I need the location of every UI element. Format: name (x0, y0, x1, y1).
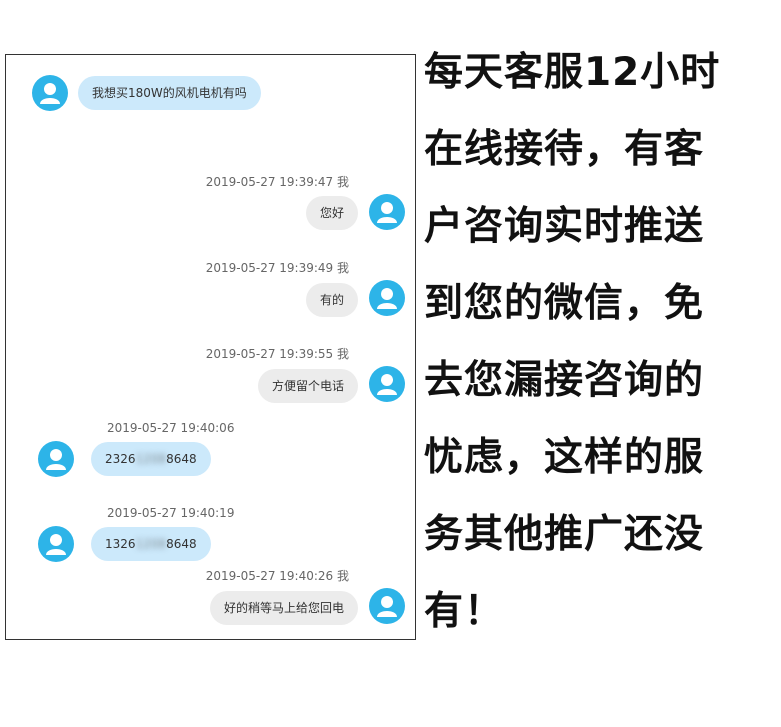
promo-line: 忧虑，这样的服 (424, 435, 705, 480)
agent-avatar-icon[interactable] (369, 588, 405, 624)
phone-number-tail: 8648 (166, 537, 197, 551)
message-bubble-outgoing: 您好 (305, 196, 358, 230)
user-avatar-icon[interactable] (38, 526, 74, 562)
promo-line: 在线接待，有客 (424, 127, 705, 172)
message-bubble-outgoing: 好的稍等马上给您回电 (209, 591, 358, 625)
phone-number-masked: 1208 (135, 452, 167, 466)
message-timestamp: 2019-05-27 19:40:06 (107, 421, 235, 435)
agent-avatar-icon[interactable] (369, 366, 405, 402)
message-timestamp: 2019-05-27 19:39:49 我 (205, 261, 349, 275)
chat-panel: 我想买180W的风机电机有吗 2019-05-27 19:39:47 我 您好 … (5, 54, 416, 640)
phone-number-masked: 1208 (135, 537, 167, 551)
agent-avatar-icon[interactable] (369, 194, 405, 230)
user-avatar-icon[interactable] (32, 75, 68, 111)
message-timestamp: 2019-05-27 19:40:26 我 (205, 569, 349, 583)
promo-line: 户咨询实时推送 (424, 204, 705, 249)
user-avatar-icon[interactable] (38, 441, 74, 477)
message-bubble-outgoing: 有的 (305, 283, 358, 317)
promo-text: 每天客服12小时 在线接待，有客 户咨询实时推送 到您的微信，免 去您漏接咨询的… (424, 34, 769, 650)
message-bubble-incoming: 132612088648 (91, 527, 211, 561)
phone-number-visible: 2326 (105, 452, 136, 466)
phone-number-visible: 1326 (105, 537, 136, 551)
message-timestamp: 2019-05-27 19:39:55 我 (205, 347, 349, 361)
message-timestamp: 2019-05-27 19:39:47 我 (205, 175, 349, 189)
promo-line: 有！ (424, 589, 505, 634)
message-bubble-outgoing: 方便留个电话 (257, 369, 358, 403)
message-bubble-incoming: 我想买180W的风机电机有吗 (78, 76, 261, 110)
promo-line: 到您的微信，免 (424, 281, 705, 326)
message-timestamp: 2019-05-27 19:40:19 (107, 506, 235, 520)
agent-avatar-icon[interactable] (369, 280, 405, 316)
promo-line: 每天客服12小时 (424, 50, 721, 95)
phone-number-tail: 8648 (166, 452, 197, 466)
message-bubble-incoming: 232612088648 (91, 442, 211, 476)
promo-line: 去您漏接咨询的 (424, 358, 705, 403)
promo-line: 务其他推广还没 (424, 512, 705, 557)
